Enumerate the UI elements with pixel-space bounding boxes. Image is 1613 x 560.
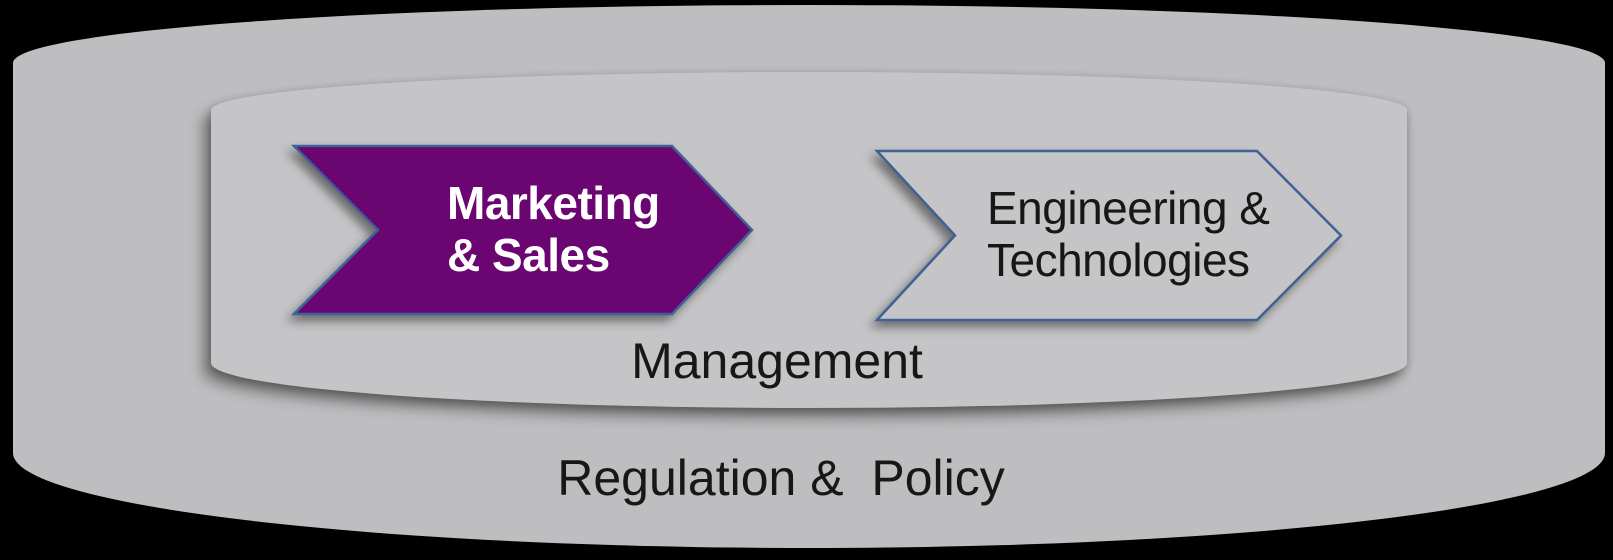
engineering-technologies-label: Engineering & Technologies	[987, 182, 1270, 286]
marketing-sales-label-line1: Marketing	[447, 177, 660, 229]
marketing-sales-arrow-shape	[290, 144, 754, 316]
engineering-technologies-arrow	[874, 149, 1343, 322]
regulation-policy-label: Regulation & Policy	[557, 450, 1005, 506]
marketing-sales-label: Marketing & Sales	[447, 177, 660, 281]
engineering-technologies-label-line1: Engineering &	[987, 182, 1270, 234]
management-label: Management	[631, 333, 923, 389]
marketing-sales-arrow	[290, 144, 754, 316]
engineering-technologies-label-line2: Technologies	[987, 234, 1250, 286]
engineering-technologies-arrow-shape	[874, 149, 1343, 322]
marketing-sales-label-line2: & Sales	[447, 229, 610, 281]
